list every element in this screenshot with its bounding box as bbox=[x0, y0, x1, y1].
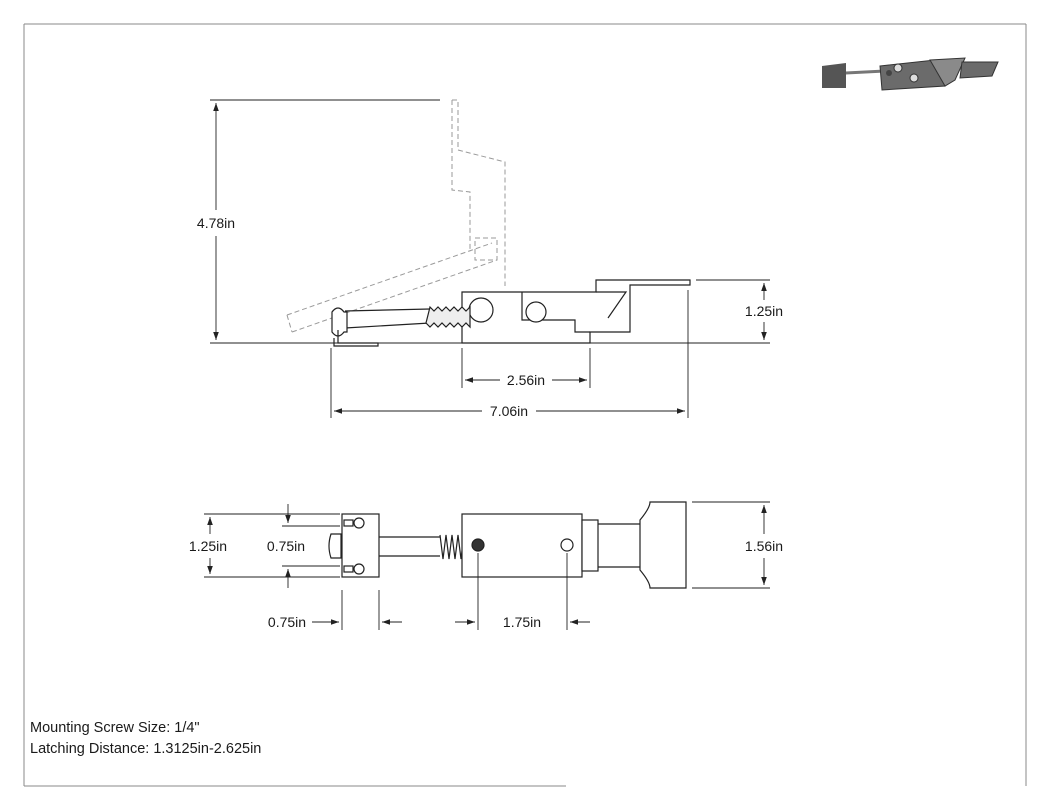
dim-catch-height: 1.25in bbox=[189, 538, 227, 554]
note-latching-distance: Latching Distance: 1.3125in-2.625in bbox=[30, 741, 262, 757]
top-dimension-lines bbox=[204, 501, 770, 630]
dim-height-total: 4.78in bbox=[197, 215, 235, 231]
note-mounting-screw: Mounting Screw Size: 1/4" bbox=[30, 720, 200, 736]
catch-side-view bbox=[331, 305, 471, 347]
dim-handle-width: 1.56in bbox=[745, 538, 783, 554]
dim-height-body: 1.25in bbox=[745, 303, 783, 319]
clamp-side-view bbox=[461, 279, 691, 344]
side-dimension-lines bbox=[210, 99, 770, 418]
phantom-open-position bbox=[286, 99, 506, 333]
dim-length-body: 2.56in bbox=[507, 372, 545, 388]
latch-3d-thumbnail bbox=[822, 57, 999, 91]
drawing-frame bbox=[23, 23, 1027, 787]
dim-catch-width: 0.75in bbox=[268, 614, 306, 630]
drawing-notes: Mounting Screw Size: 1/4" Latching Dista… bbox=[30, 718, 261, 760]
dim-length-total: 7.06in bbox=[490, 403, 528, 419]
dim-catch-hole-spacing: 0.75in bbox=[267, 538, 305, 554]
dim-mount-hole-spacing: 1.75in bbox=[503, 614, 541, 630]
clamp-top-view bbox=[328, 501, 687, 589]
